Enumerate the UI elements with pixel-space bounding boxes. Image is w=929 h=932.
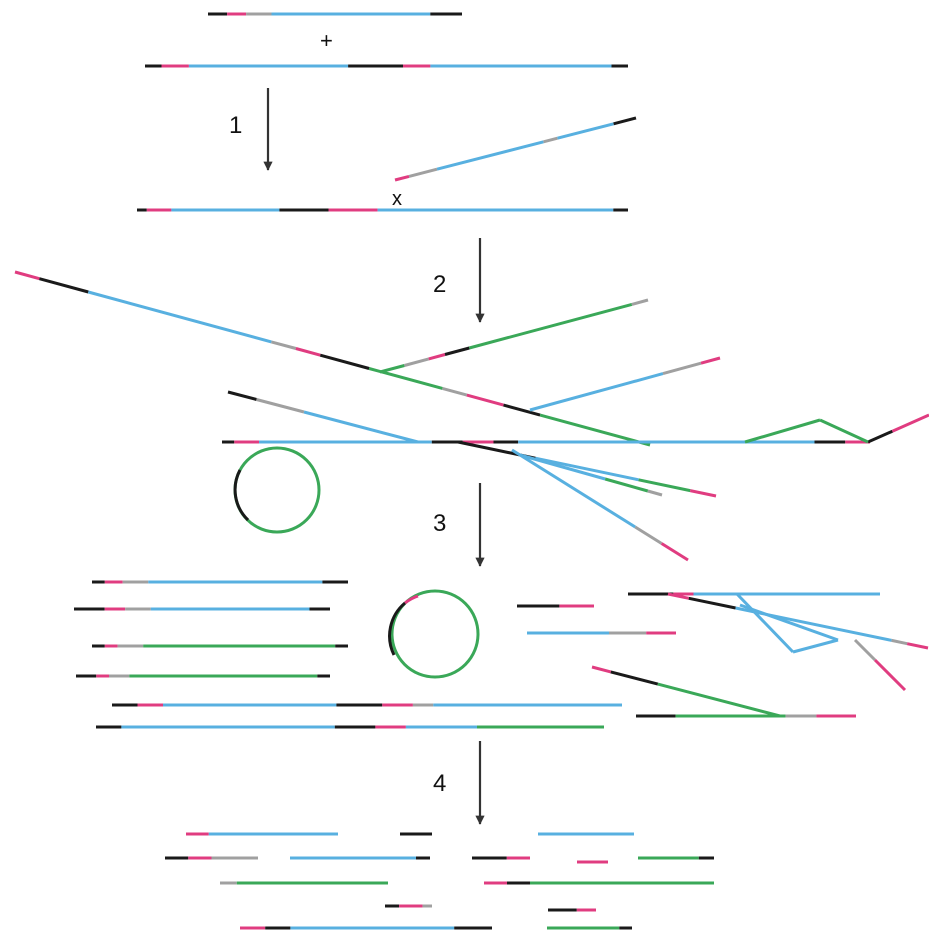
- tent-segment-1: [744, 418, 821, 444]
- strand-6-segment-6: [631, 298, 649, 306]
- crossover-mark: x: [392, 188, 402, 210]
- strand-4-segment-6: [613, 116, 637, 126]
- strand-5-segment-4: [271, 340, 297, 350]
- dna-circle-1: [233, 446, 321, 534]
- strand-6-segment-4: [444, 346, 470, 356]
- tent-segment-2: [819, 418, 869, 444]
- loop-segment-3: [739, 603, 839, 642]
- strand-4-segment-2: [408, 167, 438, 178]
- step-4-label: 4: [433, 770, 446, 797]
- strand-11-segment-4: [689, 489, 717, 498]
- plus-sign: +: [320, 28, 333, 53]
- strand-24-segment-1: [591, 665, 612, 674]
- strand-5-segment-3: [87, 290, 272, 344]
- strand-5-segment-1: [14, 270, 40, 281]
- strand-7-segment-3: [700, 356, 721, 365]
- strand-8-segment-2: [256, 398, 305, 414]
- strand-5-segment-6: [319, 353, 370, 370]
- step-2-label: 2: [433, 271, 446, 298]
- strand-24-segment-3: [657, 682, 781, 718]
- strand-23-segment-1: [667, 592, 690, 600]
- loop-segment-2: [792, 638, 839, 654]
- strand-5-segment-10: [503, 403, 541, 417]
- strand-12-segment-2: [604, 477, 649, 493]
- loop-segment-1: [735, 592, 795, 654]
- strand-6-segment-2: [404, 357, 430, 367]
- strand-10-segment-1: [867, 429, 894, 444]
- strand-11-segment-3: [638, 478, 691, 493]
- strand-5-segment-5: [295, 347, 321, 357]
- strand-13-segment-3: [660, 542, 689, 562]
- step-arrows: [263, 88, 485, 825]
- strand-4-segment-5: [557, 122, 614, 140]
- strand-5-segment-9: [466, 393, 504, 407]
- strand-7-segment-2: [662, 361, 702, 376]
- strand-26-segment-1: [853, 638, 877, 662]
- strand-13-segment-1: [511, 448, 636, 529]
- strand-6-segment-5: [468, 302, 633, 350]
- strand-10-segment-2: [891, 413, 929, 433]
- strand-5-segment-11: [539, 413, 651, 447]
- step-3-label: 3: [433, 510, 446, 537]
- strand-23-segment-4: [891, 638, 908, 646]
- step-1-label: 1: [229, 112, 242, 139]
- strand-8-segment-3: [303, 410, 419, 444]
- strand-12-segment-3: [647, 489, 663, 497]
- strand-24-segment-2: [610, 670, 659, 686]
- strand-7-segment-1: [529, 372, 664, 412]
- strand-8-segment-1: [227, 390, 257, 401]
- strand-4-segment-4: [543, 136, 558, 144]
- strand-13-segment-2: [634, 525, 663, 545]
- strand-23-segment-5: [906, 642, 929, 650]
- strand-12-segment-1: [519, 453, 606, 481]
- strand-26-segment-2: [873, 658, 907, 692]
- strand-6-segment-3: [428, 353, 446, 361]
- strand-23-segment-2: [688, 596, 736, 610]
- dna-strands: [14, 12, 929, 930]
- strand-4-segment-3: [436, 140, 544, 171]
- strand-5-segment-2: [39, 277, 89, 294]
- strand-4-segment-1: [394, 174, 410, 182]
- dna-circle-2: [388, 589, 480, 679]
- strand-6-segment-1: [379, 364, 405, 374]
- strand-11-segment-2: [535, 456, 639, 482]
- strand-5-segment-8: [442, 386, 468, 397]
